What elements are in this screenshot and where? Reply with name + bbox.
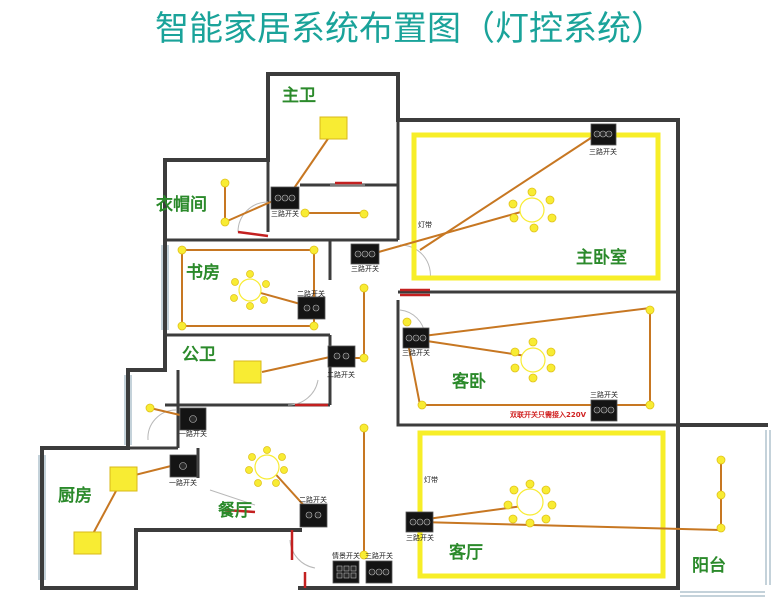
kitchen-lamp-2 (73, 531, 102, 555)
master-bath-lamp (319, 116, 348, 140)
strip-label-master: 灯带 (418, 220, 432, 229)
room-balcony: 阳台 (692, 555, 726, 576)
living-room-led-strip (417, 430, 666, 579)
dual-switch-note: 双联开关只需接入220V (510, 410, 587, 419)
square-lamps (73, 116, 348, 555)
switch-master-bedroom: 三路开关 (589, 123, 617, 156)
switch-dining: 二路开关 (299, 495, 328, 528)
study-chandelier (230, 270, 270, 310)
switch-master-bath: 三路开关 (270, 186, 300, 218)
diagram-title: 智能家居系统布置图（灯控系统） (155, 9, 665, 49)
switch-storage: 一路开关 (179, 407, 207, 438)
room-cloakroom: 衣帽间 (156, 194, 207, 215)
room-public-bath: 公卫 (182, 345, 216, 365)
switch-guest-bedroom-a: 三路开关 (402, 327, 430, 357)
switch-entry: 三路开关 (365, 551, 393, 584)
switch-label-living: 三路开关 (406, 533, 434, 542)
switch-label-corridor: 三路开关 (351, 264, 379, 273)
switch-guest-bedroom-b: 三路开关 (590, 390, 618, 422)
switch-living: 三路开关 (405, 511, 434, 542)
living-room-chandelier (503, 479, 557, 528)
room-dining: 餐厅 (218, 500, 252, 521)
room-study: 书房 (186, 262, 220, 283)
switch-public-bath: 二路开关 (327, 345, 356, 379)
switch-label-scene: 情景开关 (332, 551, 360, 560)
guest-bedroom-chandelier (510, 337, 556, 383)
switch-label-study: 二路开关 (297, 289, 325, 298)
room-guest-bedroom: 客卧 (451, 371, 486, 392)
switch-study: 二路开关 (297, 289, 326, 320)
switch-corridor: 三路开关 (350, 243, 380, 273)
switch-label-public-bath: 二路开关 (327, 370, 355, 379)
dining-chandelier (245, 446, 288, 487)
switch-kitchen: 一路开关 (169, 454, 198, 487)
master-bedroom-led-strip (411, 132, 661, 281)
room-living: 客厅 (448, 542, 483, 563)
windows (38, 245, 771, 597)
spot-lamps (145, 178, 726, 560)
master-bedroom-chandelier (508, 187, 557, 233)
switch-label-dining: 二路开关 (299, 495, 327, 504)
strip-label-living: 灯带 (424, 475, 438, 484)
switch-label-guest-bedroom-a: 三路开关 (402, 348, 430, 357)
room-kitchen: 厨房 (58, 485, 92, 506)
kitchen-lamp-1 (109, 466, 138, 492)
switch-label-guest-bedroom-b: 三路开关 (590, 390, 618, 399)
switch-label-master-bath: 三路开关 (271, 209, 299, 218)
doors (147, 181, 431, 588)
switch-label-kitchen: 一路开关 (169, 478, 197, 487)
switch-label-entry: 三路开关 (365, 551, 393, 560)
switch-label-master-bedroom: 三路开关 (589, 147, 617, 156)
public-bath-lamp (233, 360, 262, 384)
switch-label-storage: 一路开关 (179, 429, 207, 438)
switch-scene: 情景开关 (332, 551, 360, 584)
room-master-bath: 主卫 (282, 85, 316, 106)
room-master-bedroom: 主卧室 (576, 247, 627, 268)
